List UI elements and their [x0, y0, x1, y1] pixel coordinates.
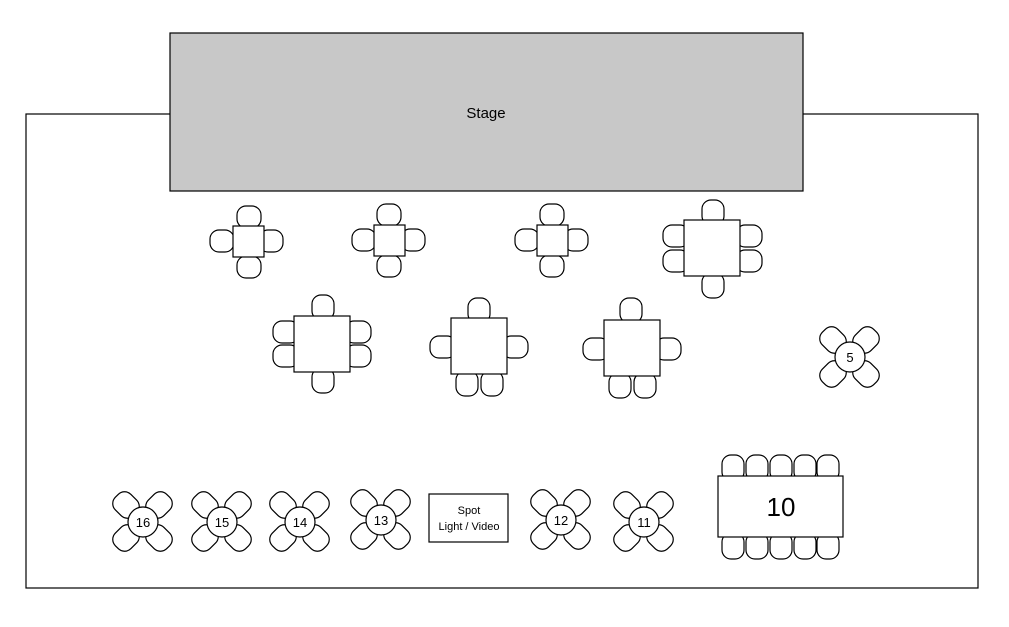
chair [608, 372, 632, 399]
round-table-12 [530, 489, 591, 550]
round-table-11 [613, 491, 674, 552]
chair [619, 297, 643, 324]
chair [209, 229, 235, 253]
chair [480, 370, 504, 397]
chair [236, 255, 262, 279]
chair [236, 205, 262, 229]
round-table-13 [350, 489, 411, 550]
chair [633, 372, 657, 399]
table-top [127, 506, 159, 538]
table-top [834, 341, 866, 373]
table-top [373, 224, 406, 257]
equipment-label-line1: Spot [458, 505, 481, 517]
large-table-4 [582, 297, 682, 399]
table-number-13: 13 [374, 513, 388, 528]
large-table-2 [272, 294, 372, 394]
stage-label: Stage [466, 105, 505, 122]
chair [376, 203, 402, 227]
round-table-15 [191, 491, 252, 552]
round-table-5 [819, 326, 880, 388]
table-top [206, 506, 238, 538]
chair [539, 254, 565, 278]
table-number-5: 5 [846, 350, 853, 365]
table-top [628, 506, 660, 538]
banquet-table-10 [717, 454, 844, 560]
table-number-15: 15 [215, 515, 229, 530]
small-table-2 [351, 203, 426, 278]
chair [701, 272, 725, 299]
table-top [683, 219, 741, 277]
large-table-3 [429, 297, 529, 397]
small-table-3 [514, 203, 589, 278]
spot-light-video-box [428, 493, 509, 543]
chair [455, 370, 479, 397]
chair [376, 254, 402, 278]
table-top [603, 319, 661, 377]
table-top [293, 315, 351, 373]
table-top [545, 504, 577, 536]
table-number-12: 12 [554, 513, 568, 528]
table-top [450, 317, 508, 375]
stage [169, 32, 804, 192]
large-table-1 [662, 199, 763, 299]
chair [539, 203, 565, 227]
table-top [232, 225, 265, 258]
table-number-14: 14 [293, 515, 307, 530]
table-number-11: 11 [637, 515, 651, 530]
round-table-14 [269, 491, 330, 552]
round-table-16 [112, 491, 173, 552]
table-top [536, 224, 569, 257]
table-top [717, 475, 844, 538]
table-top [365, 504, 397, 536]
table-number-10: 10 [767, 492, 796, 522]
chair [351, 228, 377, 252]
chair [514, 228, 540, 252]
table-number-16: 16 [136, 515, 150, 530]
small-table-1 [209, 205, 284, 279]
equipment-label-line2: Light / Video [439, 521, 500, 533]
table-top [284, 506, 316, 538]
